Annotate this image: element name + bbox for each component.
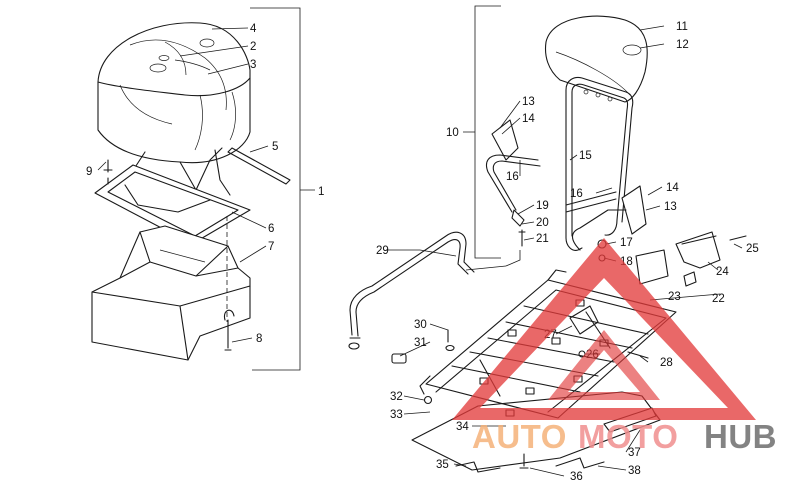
callout-20: 20 <box>536 217 549 229</box>
watermark-hub: HUB <box>704 418 777 455</box>
side-bracket-right <box>621 185 647 235</box>
callout-9: 9 <box>86 166 92 178</box>
callout-16b: 16 <box>570 188 583 200</box>
callout-31: 31 <box>414 337 427 349</box>
callout-38: 38 <box>628 465 641 477</box>
callout-36: 36 <box>570 471 583 483</box>
backrest-frame <box>565 76 634 251</box>
callout-8: 8 <box>256 333 262 345</box>
callout-37: 37 <box>628 447 641 459</box>
box-base <box>91 225 251 361</box>
callout-12: 12 <box>676 39 689 51</box>
callout-25: 25 <box>746 243 759 255</box>
callout-16a: 16 <box>506 171 519 183</box>
lower-hardware <box>391 329 605 473</box>
callout-3: 3 <box>250 59 256 71</box>
support-arm <box>485 154 627 251</box>
callout-17: 17 <box>620 237 633 249</box>
callout-15: 15 <box>579 150 592 162</box>
callout-29: 29 <box>376 245 389 257</box>
callout-14a: 14 <box>522 113 535 125</box>
group-bracket-1 <box>250 7 315 371</box>
storage-box-assembly <box>91 7 315 371</box>
callout-7: 7 <box>268 241 274 253</box>
callout-4: 4 <box>250 23 257 35</box>
callout-33: 33 <box>390 409 403 421</box>
callout-13a: 13 <box>522 96 535 108</box>
callout-1: 1 <box>318 186 324 198</box>
screw-8 <box>224 319 232 351</box>
leader-lines <box>97 25 743 477</box>
callout-13b: 13 <box>664 201 677 213</box>
box-lid <box>97 22 251 164</box>
callout-11: 11 <box>676 21 688 33</box>
screw-9 <box>103 159 113 185</box>
side-bracket-left <box>491 119 519 161</box>
callout-23: 23 <box>668 291 681 303</box>
bolt-19-20 <box>511 209 525 227</box>
callout-30: 30 <box>414 319 427 331</box>
callout-35: 35 <box>436 459 449 471</box>
watermark-logo: AUTO MOTO HUB <box>452 238 777 455</box>
backrest-pad <box>544 15 648 103</box>
right-mount-assembly <box>635 231 747 301</box>
callout-14b: 14 <box>666 182 679 194</box>
callout-24: 24 <box>716 266 729 278</box>
grab-bar <box>348 231 475 350</box>
callout-32: 32 <box>390 391 403 403</box>
bolt-21 <box>518 229 526 247</box>
callout-34: 34 <box>456 421 469 433</box>
callout-2: 2 <box>250 41 256 53</box>
backrest-assembly <box>463 5 648 262</box>
watermark-inner-chevron <box>548 330 660 400</box>
watermark-auto: AUTO <box>472 418 567 455</box>
watermark-triangle-icon <box>452 238 756 420</box>
callout-5: 5 <box>272 141 278 153</box>
callout-6: 6 <box>268 223 274 235</box>
watermark-moto: MOTO <box>578 418 678 455</box>
group-bracket-10 <box>463 5 501 259</box>
callout-28: 28 <box>660 357 673 369</box>
callout-21: 21 <box>536 233 549 245</box>
callout-19: 19 <box>536 200 549 212</box>
callout-22: 22 <box>712 293 725 305</box>
strap <box>227 147 291 185</box>
callout-10: 10 <box>446 127 459 139</box>
